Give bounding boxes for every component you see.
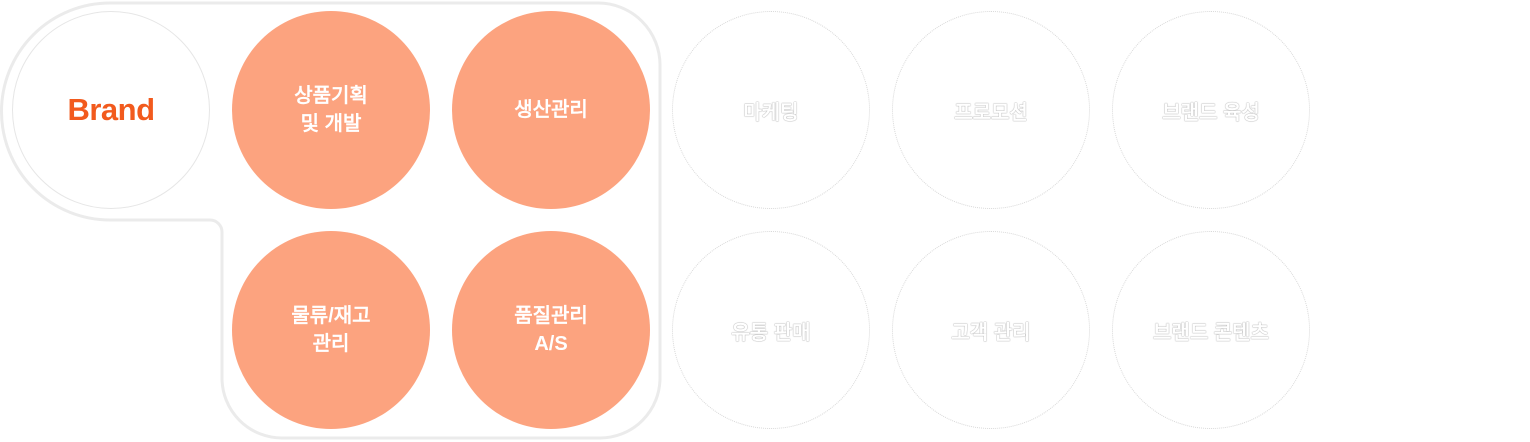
brand-label: Brand: [67, 92, 155, 127]
item-customer-management: 고객 관리: [892, 231, 1090, 429]
item-promotion: 프로모션: [892, 11, 1090, 209]
brand-circle: Brand: [12, 11, 210, 209]
item-label: 브랜드 콘텐츠: [1153, 321, 1269, 344]
item-label: 프로모션: [954, 101, 1028, 124]
item-label: 브랜드 육성: [1162, 101, 1260, 124]
item-label: 마케팅: [743, 101, 799, 124]
core-item-production: 생산관리: [452, 11, 650, 209]
core-item-label: 물류/재고 관리: [291, 305, 371, 355]
core-item-logistics: 물류/재고 관리: [232, 231, 430, 429]
item-marketing: 마케팅: [672, 11, 870, 209]
item-label: 고객 관리: [951, 321, 1031, 344]
core-item-label: 생산관리: [514, 99, 588, 121]
item-label: 유통 판매: [731, 321, 811, 344]
core-item-label: 상품기획 및 개발: [294, 85, 368, 135]
core-item-product-planning: 상품기획 및 개발: [232, 11, 430, 209]
core-item-quality: 품질관리 A/S: [452, 231, 650, 429]
item-brand-content: 브랜드 콘텐츠: [1112, 231, 1310, 429]
core-item-label: 품질관리 A/S: [514, 305, 588, 355]
item-distribution: 유통 판매: [672, 231, 870, 429]
item-brand-building: 브랜드 육성: [1112, 11, 1310, 209]
